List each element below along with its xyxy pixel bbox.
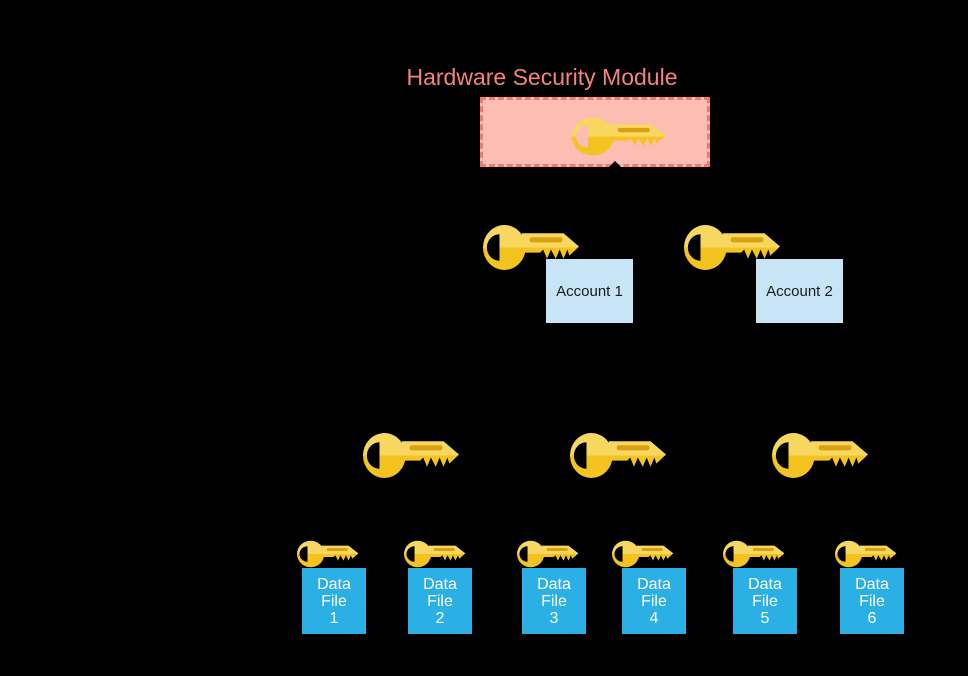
- file-key-icon: [404, 539, 466, 569]
- data-file-1-box: Data File 1: [302, 568, 366, 634]
- up-arrowhead-icon: [606, 161, 624, 170]
- data-file-2-label: Data File 2: [423, 575, 457, 627]
- data-file-5-label: Data File 5: [748, 575, 782, 627]
- data-file-3-box: Data File 3: [522, 568, 586, 634]
- account-2-label: Account 2: [766, 282, 833, 300]
- file-key-icon: [297, 539, 359, 569]
- file-key-icon: [723, 539, 785, 569]
- file-key-icon: [517, 539, 579, 569]
- data-key-icon: [363, 430, 460, 481]
- data-file-5-box: Data File 5: [733, 568, 797, 634]
- data-file-4-box: Data File 4: [622, 568, 686, 634]
- file-key-icon: [612, 539, 674, 569]
- master-key-icon: [572, 115, 667, 158]
- account-2-box: Account 2: [756, 259, 843, 323]
- account-1-box: Account 1: [546, 259, 633, 323]
- account-key-icon: [483, 222, 580, 273]
- file-key-icon: [835, 539, 897, 569]
- diagram-title: Hardware Security Module: [406, 64, 678, 90]
- data-file-6-box: Data File 6: [840, 568, 904, 634]
- data-key-icon: [570, 430, 667, 481]
- data-file-2-box: Data File 2: [408, 568, 472, 634]
- hsm-module-box: [480, 97, 710, 167]
- account-1-label: Account 1: [556, 282, 623, 300]
- data-file-1-label: Data File 1: [317, 575, 351, 627]
- data-key-icon: [772, 430, 869, 481]
- data-file-6-label: Data File 6: [855, 575, 889, 627]
- data-file-3-label: Data File 3: [537, 575, 571, 627]
- data-file-4-label: Data File 4: [637, 575, 671, 627]
- account-key-icon: [684, 222, 781, 273]
